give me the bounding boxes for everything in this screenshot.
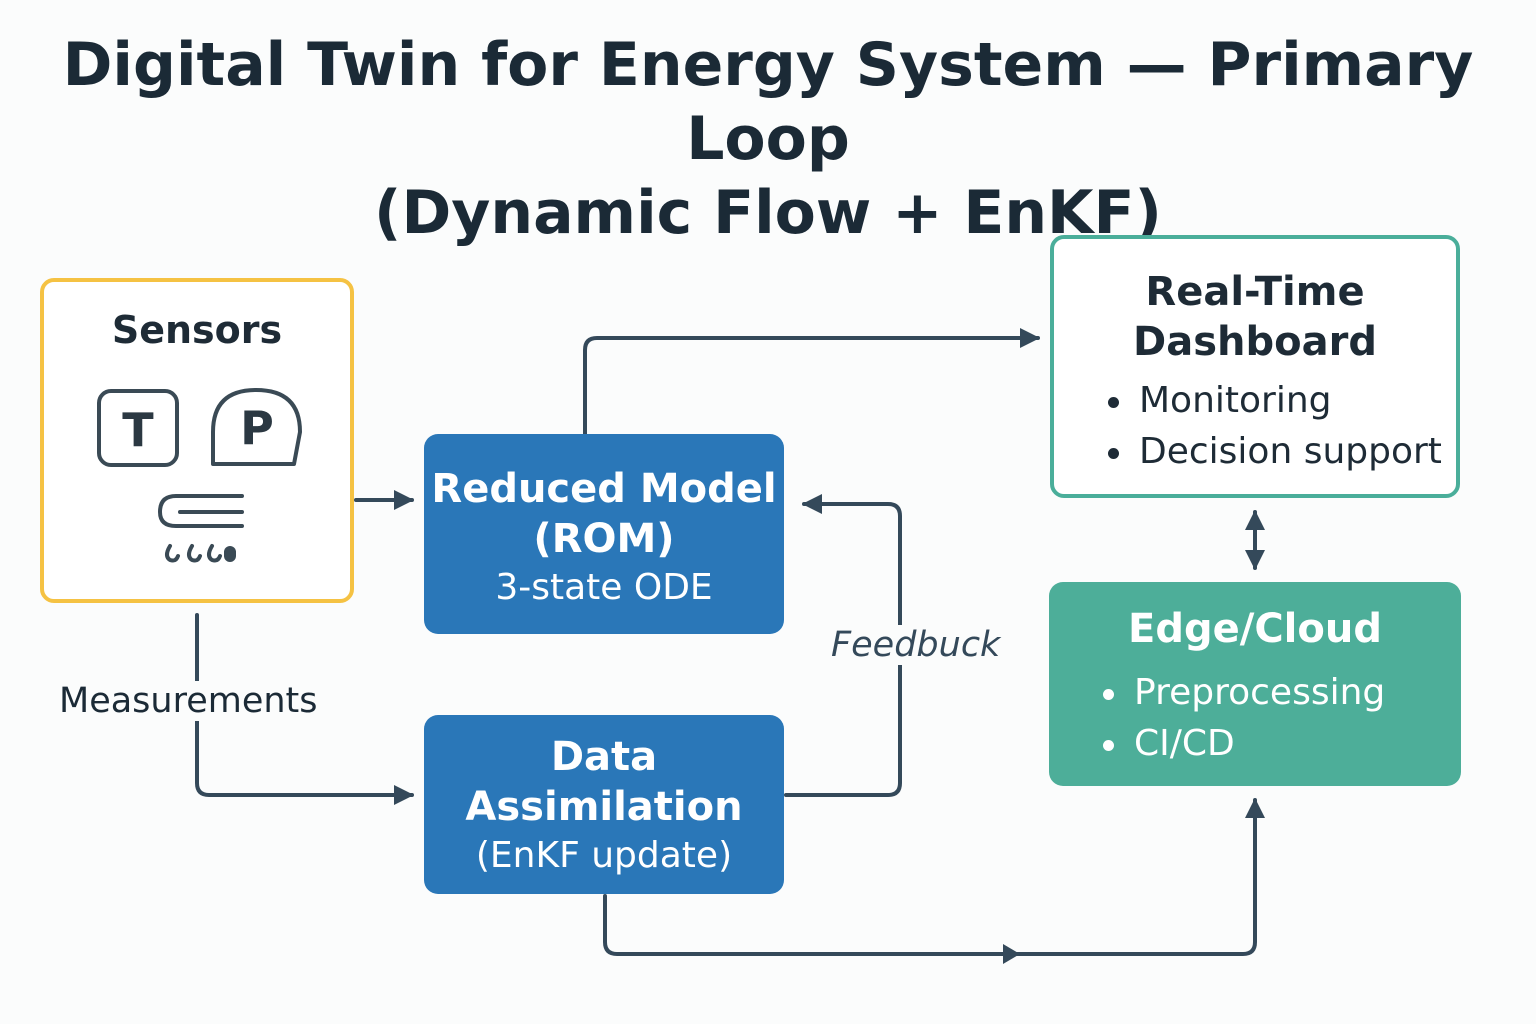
dashboard-title-line-1: Real-Time [1145, 269, 1365, 315]
sensors-box: Sensors T P [40, 278, 354, 603]
arrow-measurements-to-da [195, 613, 414, 805]
reduced-model-box: Reduced Model (ROM) 3-state ODE [424, 434, 784, 634]
arrow-midpoint-head [1003, 944, 1020, 964]
dashboard-title: Real-Time Dashboard [1054, 267, 1456, 367]
rom-title-line-1: Reduced Model [431, 466, 777, 512]
title-line-2: (Dynamic Flow + EnKF) [374, 178, 1162, 248]
feedback-label: Feedbuck [829, 625, 1003, 665]
rom-title-line-2: (ROM) [533, 516, 675, 562]
edge-item: Preprocessing [1101, 667, 1385, 718]
dashboard-box: Real-Time Dashboard Monitoring Decision … [1050, 235, 1460, 498]
data-assimilation-box: Data Assimilation (EnKF update) [424, 715, 784, 894]
rom-subtitle: 3-state ODE [495, 567, 713, 608]
dashboard-item: Decision support [1106, 426, 1442, 477]
dashboard-list: Monitoring Decision support [1106, 375, 1442, 477]
da-title-line-1: Data [550, 734, 658, 780]
pressure-sensor-icon: P [211, 388, 302, 466]
diagram-title: Digital Twin for Energy System — Primary… [0, 28, 1536, 250]
edge-item: CI/CD [1101, 718, 1385, 769]
edge-list: Preprocessing CI/CD [1101, 667, 1385, 769]
title-line-1: Digital Twin for Energy System — Primary… [62, 30, 1474, 174]
edge-cloud-box: Edge/Cloud Preprocessing CI/CD [1049, 582, 1461, 786]
edge-title: Edge/Cloud [1128, 606, 1382, 652]
dashboard-item: Monitoring [1106, 375, 1442, 426]
da-subtitle: (EnKF update) [475, 835, 733, 876]
sensors-heading: Sensors [111, 308, 283, 352]
dashboard-title-line-2: Dashboard [1133, 319, 1377, 365]
da-title-line-2: Assimilation [465, 784, 743, 830]
measurements-label: Measurements [57, 681, 320, 721]
temperature-sensor-icon: T [97, 389, 179, 467]
flow-meter-icon [158, 494, 244, 563]
arrow-rom-to-dashboard [583, 328, 1040, 436]
arrow-da-to-edge [603, 798, 1265, 956]
pressure-symbol: P [240, 401, 274, 455]
temperature-symbol: T [122, 403, 154, 457]
